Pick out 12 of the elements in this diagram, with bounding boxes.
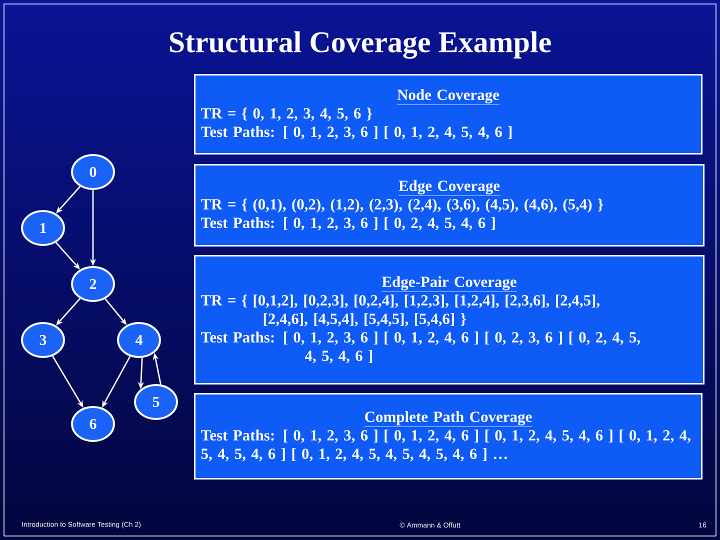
coverage-box: Edge-Pair Coverage TR = { [0,1,2], [0,2,3], [0,2,4], [1,2,3], [1,2,4], [2,3,6], [2,4,5], [2,4,6], [4,5,4], [5,4,5], [5,4,6] } Test Paths: [ 0, 1, 2, 3, 6 ] [ 0, 1, 2, 4, 6 ] [ 0, 2, 3, 6 ] [ 0, 2, 4, 5, 4, 5, 4, 6 ] bbox=[194, 255, 704, 384]
coverage-box: Complete Path Coverage Test Paths: [ 0, 1, 2, 3, 6 ] [ 0, 1, 2, 4, 6 ] [ 0, 1, 2, 4, 5, 4, 6 ] [ 0, 1, 2, 4, 5, 4, 5, 4, 6 ] [ 0, 1, 2, 4, 5, 4, 5, 4, 5, 4, 6 ] … bbox=[194, 392, 702, 480]
graph-node: 5 bbox=[134, 384, 178, 420]
slide-title: Structural Coverage Example bbox=[170, 31, 551, 59]
graph-node: 0 bbox=[71, 154, 115, 190]
graph-node: 3 bbox=[21, 322, 65, 358]
graph-node: 1 bbox=[21, 210, 65, 246]
coverage-box: Node Coverage TR = { 0, 1, 2, 3, 4, 5, 6 } Test Paths: [ 0, 1, 2, 3, 6 ] [ 0, 1, 2, 4, 5, 4, 6 ] bbox=[194, 74, 702, 154]
coverage-box: Edge Coverage TR = { (0,1), (0,2), (1,2), (2,3), (2,4), (3,6), (4,5), (4,6), (5,4) } Test Paths: [ 0, 1, 2, 3, 6 ] [ 0, 2, 4, 5, 4, 6 ] bbox=[194, 164, 704, 246]
graph-node: 4 bbox=[117, 322, 161, 358]
graph-node: 2 bbox=[71, 266, 115, 302]
graph-node: 6 bbox=[71, 406, 115, 442]
